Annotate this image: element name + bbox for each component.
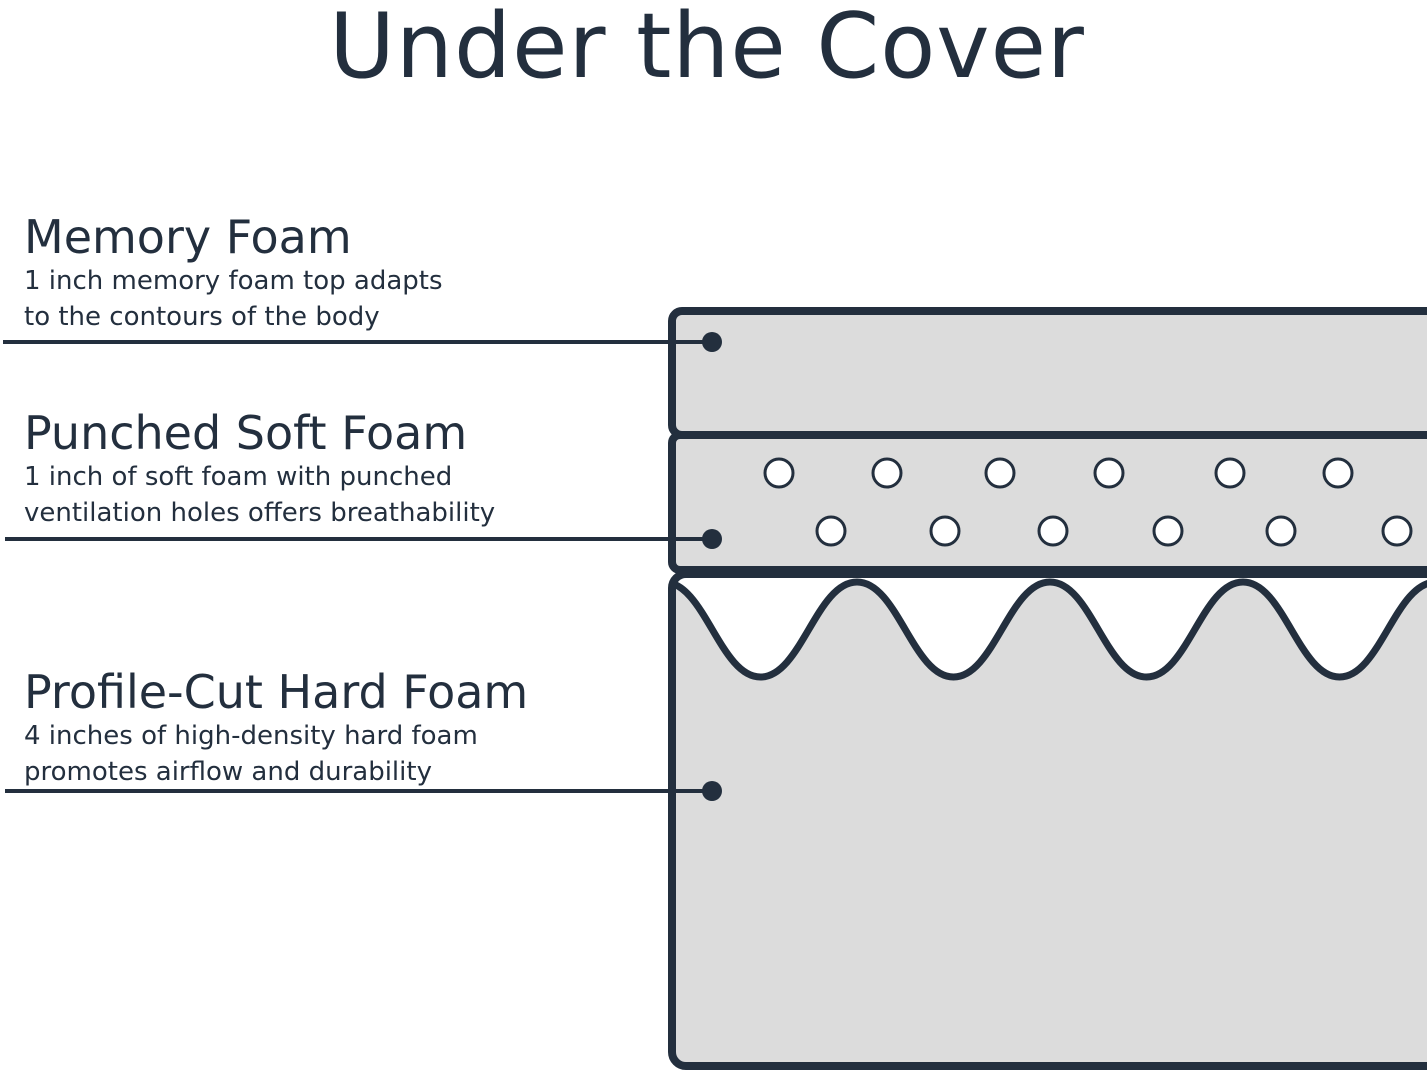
label-profile-cut-hard-foam: Profile-Cut Hard Foam 4 inches of high-d…	[24, 666, 528, 790]
layer-description: to the contours of the body	[24, 302, 380, 332]
ventilation-hole	[1093, 457, 1125, 489]
ventilation-hole	[1152, 515, 1184, 547]
leader-dot-hard-foam	[702, 781, 722, 801]
layer-description: 1 inch of soft foam with punched	[24, 462, 453, 492]
label-memory-foam: Memory Foam 1 inch memory foam top adapt…	[24, 211, 443, 335]
leader-dot-punched-foam	[702, 529, 722, 549]
layer-description: 4 inches of high-density hard foam	[24, 721, 478, 751]
ventilation-hole	[984, 457, 1016, 489]
ventilation-hole	[1265, 515, 1297, 547]
layer-description: promotes airflow and durability	[24, 757, 432, 787]
layer-name: Profile-Cut Hard Foam	[24, 665, 529, 719]
ventilation-hole	[1214, 457, 1246, 489]
ventilation-hole	[871, 457, 903, 489]
ventilation-hole	[1037, 515, 1069, 547]
profile-cut-hard-foam-layer	[668, 570, 1427, 1070]
ventilation-hole	[1381, 515, 1413, 547]
layer-description: ventilation holes offers breathability	[24, 498, 496, 528]
leader-dot-memory-foam	[702, 332, 722, 352]
ventilation-holes	[763, 457, 1413, 547]
layer-name: Punched Soft Foam	[24, 406, 468, 460]
ventilation-hole	[929, 515, 961, 547]
ventilation-hole	[815, 515, 847, 547]
memory-foam-layer	[668, 307, 1427, 439]
layer-name: Memory Foam	[24, 210, 352, 264]
punched-soft-foam-layer	[668, 431, 1427, 574]
page-title: Under the Cover	[329, 0, 1085, 99]
ventilation-hole	[1322, 457, 1354, 489]
ventilation-hole	[763, 457, 795, 489]
profile-cut-wave	[672, 578, 1427, 681]
label-punched-soft-foam: Punched Soft Foam 1 inch of soft foam wi…	[24, 407, 495, 531]
layer-description: 1 inch memory foam top adapts	[24, 266, 443, 296]
